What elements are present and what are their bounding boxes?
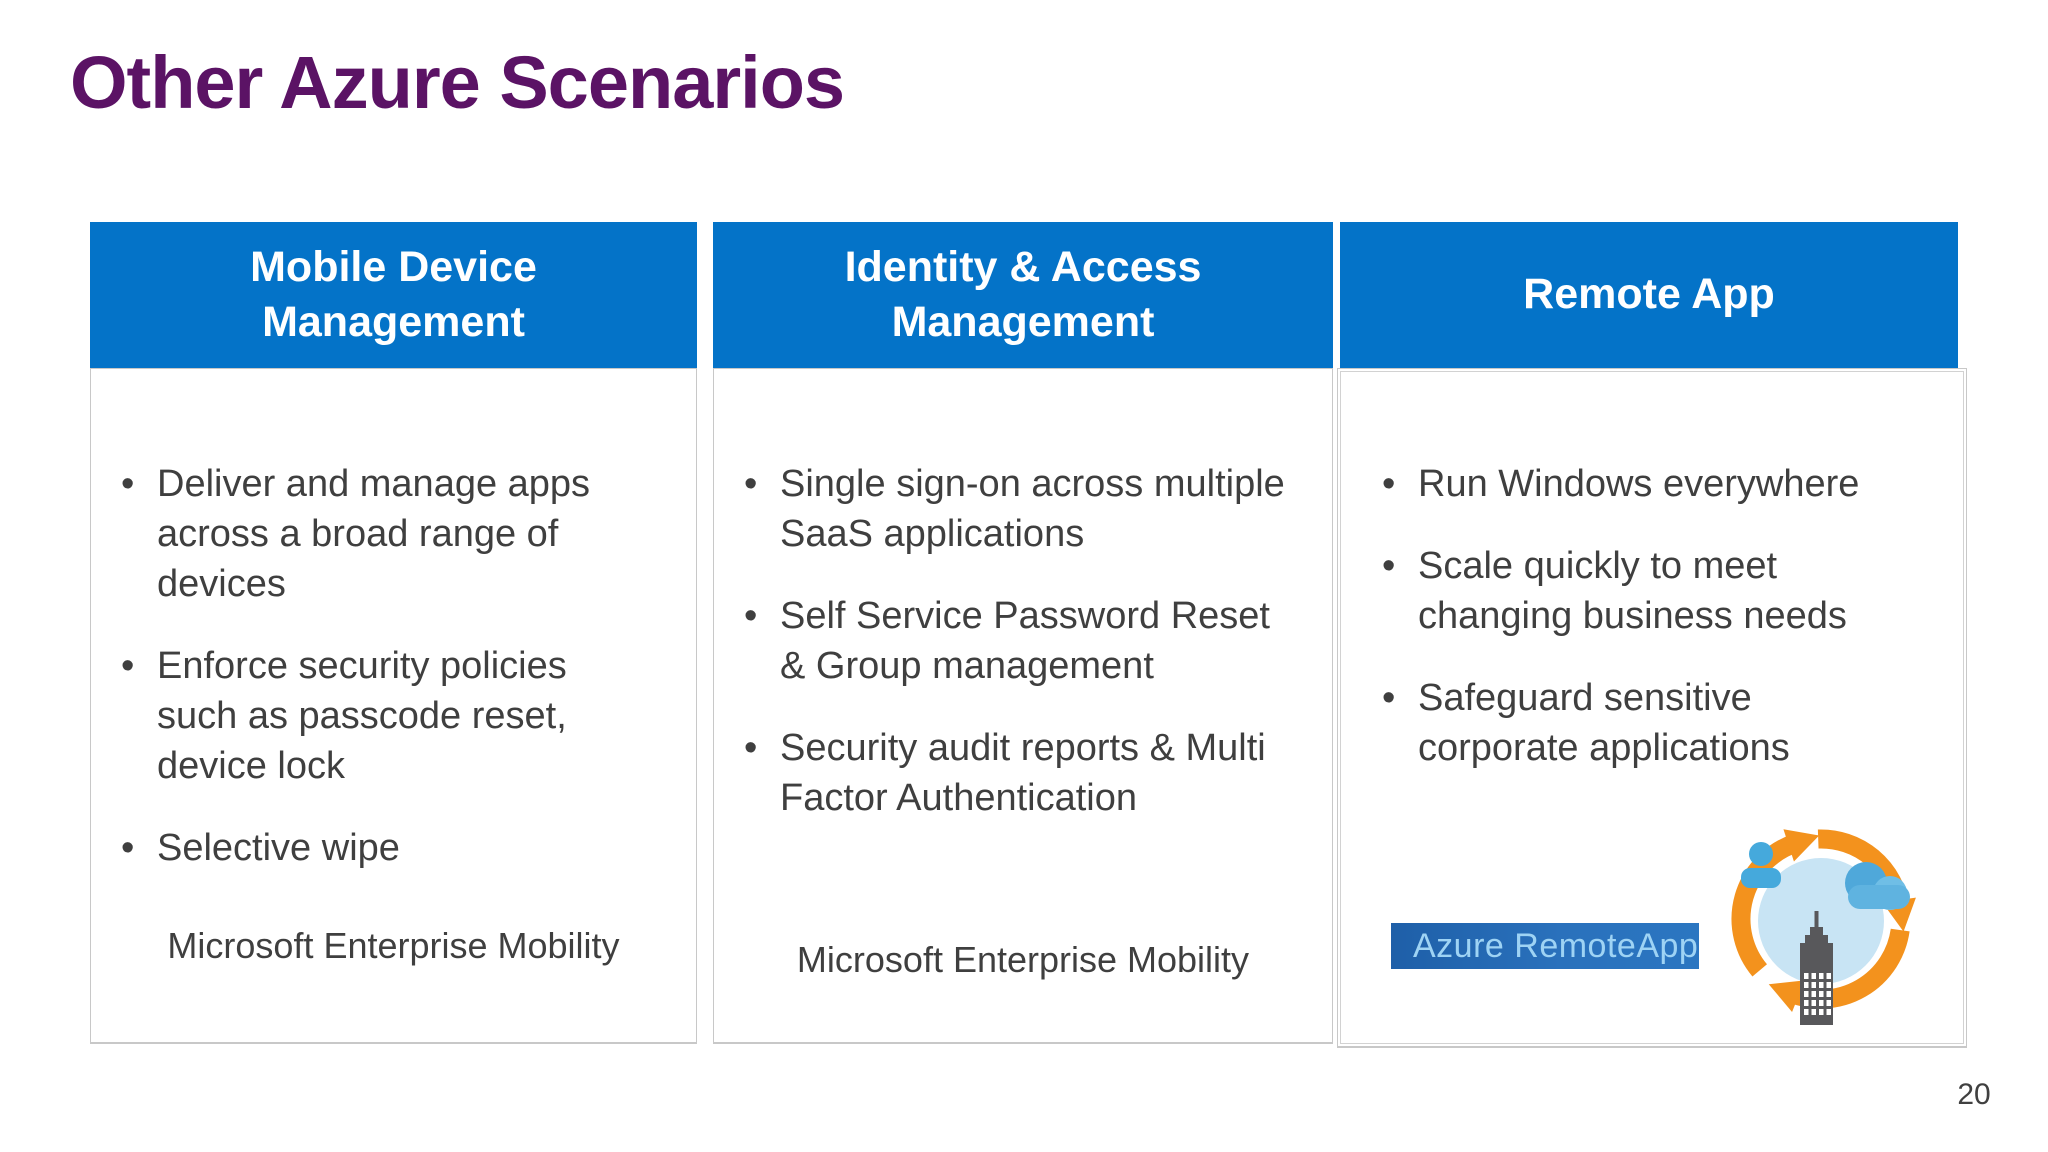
bullet-item: • Security audit reports & Multi Factor … (744, 723, 1312, 823)
column-header-iam: Identity & Access Management (713, 222, 1333, 368)
bullet-dot: • (1382, 463, 1396, 505)
column-body-remote-app: • Run Windows everywhere • Scale quickly… (1337, 368, 1967, 1048)
bullet-item: • Scale quickly to meet changing busines… (1382, 541, 1946, 641)
bullet-item: • Single sign-on across multiple SaaS ap… (744, 459, 1312, 559)
bullet-list-mdm: • Deliver and manage apps across a broad… (91, 369, 696, 873)
bullet-list-remote-app: • Run Windows everywhere • Scale quickly… (1338, 369, 1966, 773)
bullet-text: Selective wipe (157, 827, 400, 869)
bullet-item: • Run Windows everywhere (1382, 459, 1946, 509)
bullet-dot: • (121, 827, 135, 869)
bullet-text: Enforce security policies such as passco… (157, 645, 567, 787)
bullet-text: Run Windows everywhere (1418, 463, 1860, 505)
bullet-dot: • (1382, 677, 1396, 719)
bullet-dot: • (744, 463, 758, 505)
column-body-mdm: • Deliver and manage apps across a broad… (90, 368, 697, 1044)
azure-remoteapp-badge: Azure RemoteApp (1391, 923, 1699, 969)
bullet-item: • Enforce security policies such as pass… (121, 641, 676, 791)
user-icon (1741, 842, 1781, 888)
column-mobile-device-management: Mobile Device Management • Deliver and m… (90, 222, 697, 1044)
bullet-item: • Deliver and manage apps across a broad… (121, 459, 676, 609)
remoteapp-cycle-icon (1731, 829, 1916, 1025)
bullet-item: • Selective wipe (121, 823, 676, 873)
bullet-dot: • (744, 595, 758, 637)
bullet-list-iam: • Single sign-on across multiple SaaS ap… (714, 369, 1332, 823)
bullet-dot: • (1382, 545, 1396, 587)
bullet-text: Single sign-on across multiple SaaS appl… (780, 463, 1285, 555)
bullet-text: Self Service Password Reset & Group mana… (780, 595, 1270, 687)
column-remote-app: Remote App • Run Windows everywhere • Sc… (1337, 222, 1967, 1048)
caption-enterprise-mobility: Microsoft Enterprise Mobility (167, 925, 620, 966)
bullet-text: Safeguard sensitive corporate applicatio… (1418, 677, 1790, 769)
column-header-mdm: Mobile Device Management (90, 222, 697, 368)
building-windows (1804, 973, 1831, 1015)
building-icon (1800, 911, 1833, 1025)
column-header-remote-app: Remote App (1340, 222, 1958, 368)
bullet-dot: • (121, 645, 135, 687)
bullet-text: Deliver and manage apps across a broad r… (157, 463, 591, 605)
bullet-dot: • (744, 727, 758, 769)
column-identity-access-management: Identity & Access Management • Single si… (713, 222, 1333, 1044)
bullet-text: Scale quickly to meet changing business … (1418, 545, 1847, 637)
cloud-icon (1845, 862, 1910, 910)
bullet-item: • Safeguard sensitive corporate applicat… (1382, 673, 1946, 773)
bullet-dot: • (121, 463, 135, 505)
page-number: 20 (1957, 1078, 1991, 1111)
column-body-iam: • Single sign-on across multiple SaaS ap… (713, 368, 1333, 1044)
page-title: Other Azure Scenarios (70, 41, 845, 124)
bullet-text: Security audit reports & Multi Factor Au… (780, 727, 1266, 819)
bullet-item: • Self Service Password Reset & Group ma… (744, 591, 1312, 691)
caption-enterprise-mobility: Microsoft Enterprise Mobility (796, 939, 1250, 980)
